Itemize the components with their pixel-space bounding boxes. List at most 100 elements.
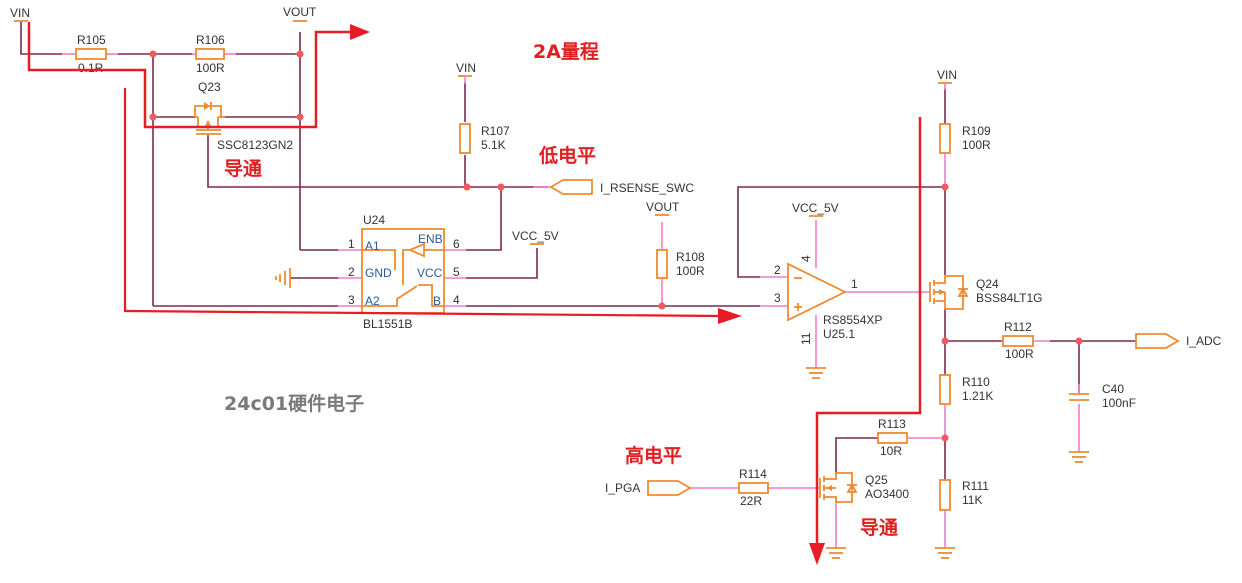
resistor-r109[interactable]: R109 100R bbox=[939, 123, 991, 154]
svg-text:6: 6 bbox=[453, 237, 460, 251]
svg-text:100nF: 100nF bbox=[1102, 396, 1136, 410]
svg-text:C40: C40 bbox=[1102, 382, 1124, 396]
annotation-high-level: 高电平 bbox=[625, 444, 682, 467]
opamp-u25[interactable]: 2 3 1 4 11 RS8554XP U25.1 bbox=[774, 255, 882, 345]
svg-text:Q24: Q24 bbox=[976, 277, 999, 291]
svg-text:R110: R110 bbox=[962, 375, 990, 389]
ground-icon bbox=[275, 268, 291, 288]
ic-u24[interactable]: U24 BL1551B 1 A1 2 GND 3 A2 4 B 5 VCC 6 … bbox=[348, 213, 460, 331]
svg-text:R106: R106 bbox=[196, 33, 225, 47]
resistor-r107[interactable]: R107 5.1K bbox=[459, 123, 510, 154]
port-i-adc[interactable]: I_ADC bbox=[1135, 333, 1222, 349]
svg-text:R111: R111 bbox=[962, 479, 989, 493]
svg-text:R114: R114 bbox=[739, 467, 767, 481]
svg-text:5: 5 bbox=[453, 265, 460, 279]
svg-text:AO3400: AO3400 bbox=[865, 487, 909, 501]
svg-text:A1: A1 bbox=[365, 239, 380, 253]
port-i-pga[interactable]: I_PGA bbox=[605, 480, 692, 496]
svg-text:10R: 10R bbox=[880, 444, 902, 458]
resistor-r112[interactable]: R112 100R bbox=[1002, 320, 1034, 361]
svg-text:BSS84LT1G: BSS84LT1G bbox=[976, 291, 1042, 305]
svg-text:22R: 22R bbox=[740, 494, 762, 508]
svg-text:2: 2 bbox=[774, 263, 781, 277]
svg-text:2: 2 bbox=[348, 265, 355, 279]
svg-text:11K: 11K bbox=[962, 493, 982, 507]
resistor-r113[interactable]: R113 10R bbox=[877, 417, 908, 458]
power-vcc5v-opamp: VCC_5V bbox=[792, 201, 839, 217]
resistor-r110[interactable]: R110 1.21K bbox=[939, 374, 993, 405]
mosfet-q23[interactable]: Q23 SSC8123GN2 bbox=[194, 80, 293, 152]
svg-text:R107: R107 bbox=[481, 124, 510, 138]
arrow-icon bbox=[718, 308, 742, 324]
svg-text:B: B bbox=[433, 294, 441, 308]
svg-text:RS8554XP: RS8554XP bbox=[823, 313, 882, 327]
resistor-r106[interactable]: R106 100R bbox=[195, 33, 225, 75]
svg-text:A2: A2 bbox=[365, 294, 380, 308]
ground-icon bbox=[806, 367, 826, 379]
vin-label: VIN bbox=[10, 6, 30, 20]
resistor-r114[interactable]: R114 22R bbox=[738, 467, 769, 508]
svg-text:Q25: Q25 bbox=[865, 473, 888, 487]
watermark: 24c01硬件电子 bbox=[224, 392, 364, 415]
vcc5v-label: VCC_5V bbox=[792, 201, 839, 215]
power-vin-left: VIN bbox=[10, 6, 30, 22]
port-i-rsense-swc[interactable]: I_RSENSE_SWC bbox=[533, 179, 694, 195]
svg-text:I_RSENSE_SWC: I_RSENSE_SWC bbox=[600, 181, 694, 195]
svg-text:R113: R113 bbox=[878, 417, 906, 431]
svg-text:4: 4 bbox=[799, 255, 813, 262]
mosfet-q25[interactable]: Q25 AO3400 bbox=[819, 472, 909, 503]
svg-text:I_ADC: I_ADC bbox=[1186, 334, 1222, 348]
resistor-r105[interactable]: R105 0.1R bbox=[75, 33, 107, 75]
svg-text:3: 3 bbox=[348, 293, 355, 307]
arrow-icon bbox=[350, 24, 370, 40]
ground-icon bbox=[1069, 451, 1089, 463]
svg-text:11: 11 bbox=[799, 332, 813, 345]
resistor-r108[interactable]: R108 100R bbox=[656, 249, 705, 279]
ground-icon bbox=[826, 547, 846, 559]
svg-text:R105: R105 bbox=[77, 33, 106, 47]
arrow-icon bbox=[809, 543, 825, 565]
annotation-conducting-q23: 导通 bbox=[224, 158, 263, 180]
svg-text:SSC8123GN2: SSC8123GN2 bbox=[217, 138, 293, 152]
svg-text:BL1551B: BL1551B bbox=[363, 317, 412, 331]
svg-text:1.21K: 1.21K bbox=[962, 389, 993, 403]
vin-label: VIN bbox=[456, 61, 476, 75]
svg-text:ENB: ENB bbox=[418, 232, 443, 246]
svg-text:1: 1 bbox=[851, 277, 858, 291]
power-vout-top: VOUT bbox=[283, 5, 317, 22]
mosfet-q24[interactable]: Q24 BSS84LT1G bbox=[929, 275, 1042, 310]
wires bbox=[20, 22, 1136, 548]
annotation-conducting-q25: 导通 bbox=[860, 517, 899, 539]
svg-text:100R: 100R bbox=[1005, 347, 1034, 361]
vout-label: VOUT bbox=[283, 5, 317, 19]
svg-text:U25.1: U25.1 bbox=[823, 327, 855, 341]
resistor-r111[interactable]: R111 11K bbox=[939, 479, 989, 511]
vin-label: VIN bbox=[937, 68, 957, 82]
svg-text:1: 1 bbox=[348, 237, 355, 251]
svg-text:R109: R109 bbox=[962, 124, 991, 138]
power-vout-r108: VOUT bbox=[646, 200, 680, 216]
svg-text:0.1R: 0.1R bbox=[78, 61, 104, 75]
svg-text:VCC: VCC bbox=[417, 266, 443, 280]
svg-text:5.1K: 5.1K bbox=[481, 138, 506, 152]
svg-text:100R: 100R bbox=[676, 264, 705, 278]
svg-text:U24: U24 bbox=[363, 213, 385, 227]
power-vin-r107: VIN bbox=[456, 61, 476, 84]
capacitor-c40[interactable]: C40 100nF bbox=[1069, 382, 1136, 410]
current-flow-sense-path bbox=[123, 88, 742, 324]
annotation-low-level: 低电平 bbox=[538, 144, 596, 167]
vout-label: VOUT bbox=[646, 200, 680, 214]
power-vin-right: VIN bbox=[937, 68, 957, 90]
current-flow-2a-range bbox=[27, 22, 370, 129]
svg-text:100R: 100R bbox=[962, 138, 991, 152]
svg-text:100R: 100R bbox=[196, 61, 225, 75]
svg-text:Q23: Q23 bbox=[198, 80, 221, 94]
current-flow-q25-path bbox=[809, 117, 922, 565]
annotation-2a-range: 2A量程 bbox=[533, 41, 599, 63]
junctions bbox=[149, 50, 1083, 442]
svg-text:GND: GND bbox=[365, 266, 392, 280]
svg-text:R112: R112 bbox=[1004, 320, 1032, 334]
ground-icon bbox=[935, 547, 955, 559]
svg-text:I_PGA: I_PGA bbox=[605, 481, 640, 495]
